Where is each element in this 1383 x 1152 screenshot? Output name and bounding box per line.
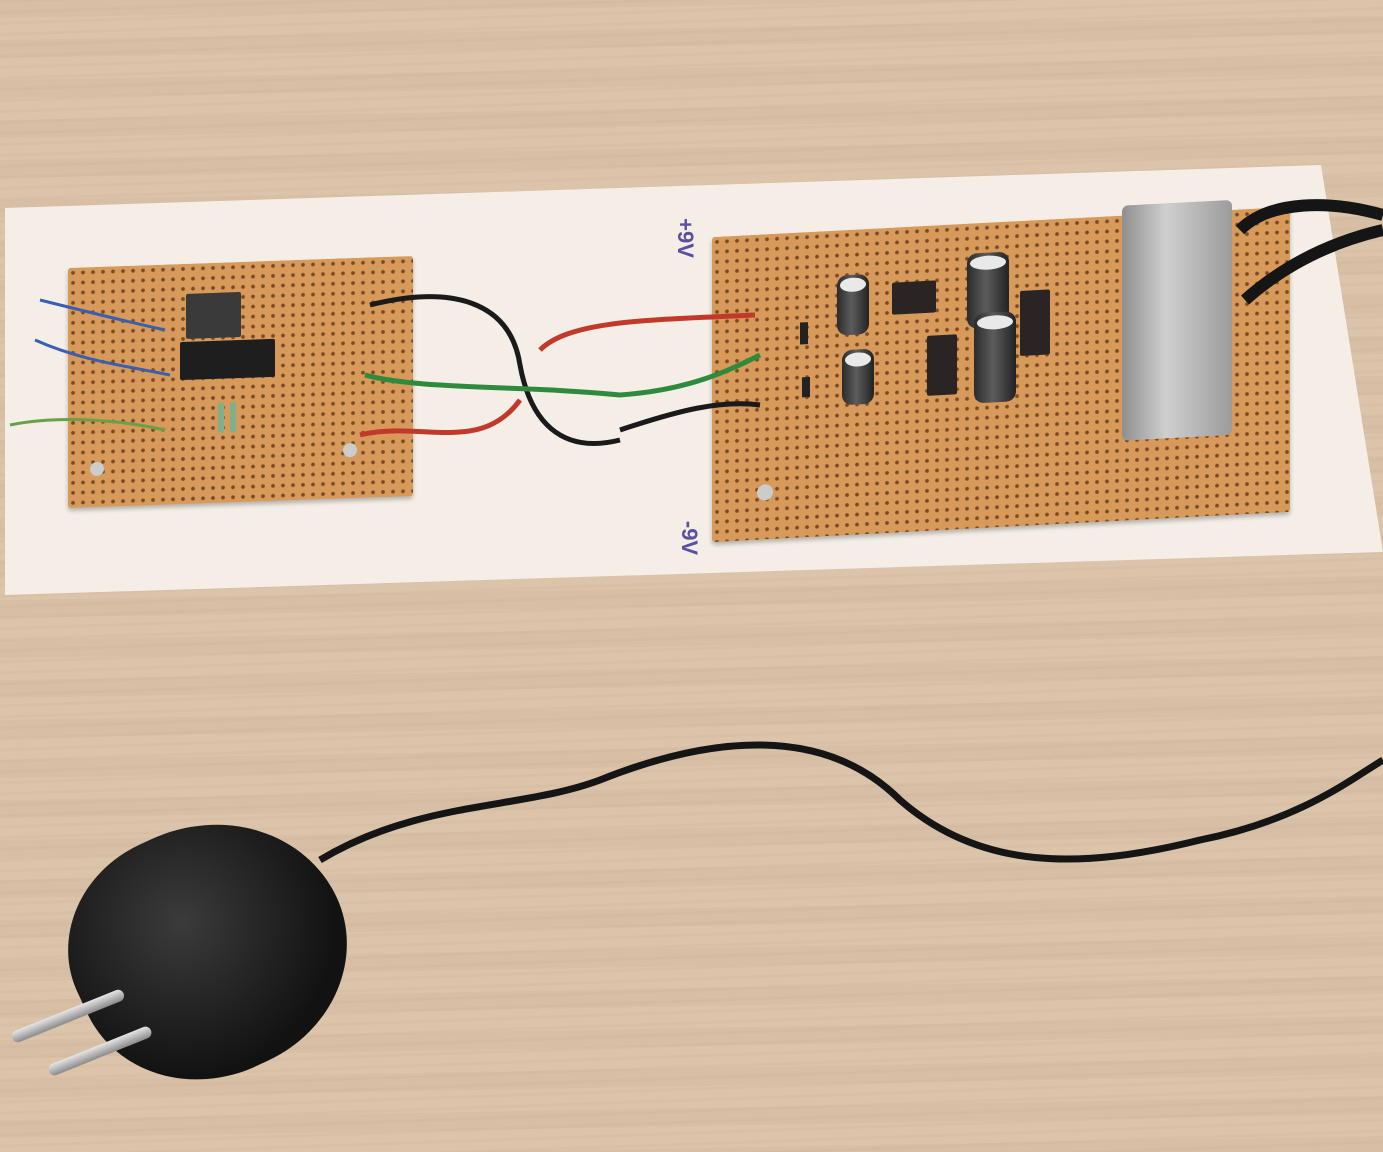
wire-red [359,398,523,438]
wire-blue [34,338,171,377]
wire-black [619,401,761,433]
wire-green [364,352,762,398]
wire-blue [39,298,166,332]
wire-green [9,418,166,432]
wire-black [369,294,621,446]
transformer-cable [1235,199,1383,235]
power-cable [318,741,1383,864]
wire-red [538,312,756,352]
transformer-cable [1241,224,1383,305]
